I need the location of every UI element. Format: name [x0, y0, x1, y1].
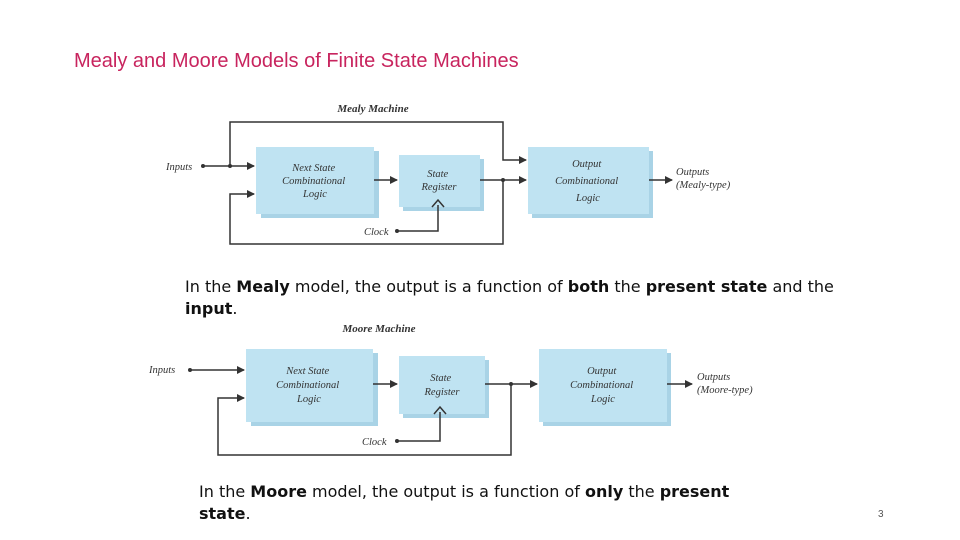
mealy-next-state-logic-box [256, 147, 374, 214]
svg-text:State Register: State Register [424, 373, 461, 398]
mealy-register-line2: Register [421, 182, 458, 193]
moore-state-register-box [399, 356, 485, 414]
mealy-next-state-line3: Logic [302, 189, 327, 200]
moore-inputs-label: Inputs [148, 365, 175, 376]
svg-text:Output Combinational: Output Combinational Logic [555, 159, 621, 204]
moore-caption: In the Moore model, the output is a func… [199, 482, 730, 523]
moore-outputs-line2: (Moore-type) [697, 385, 753, 396]
mealy-next-state-line1: Next State [291, 163, 335, 174]
mealy-outputs-line2: (Mealy-type) [676, 180, 731, 191]
moore-next-state-line2: Combinational [276, 380, 339, 391]
svg-text:Next State Combinational: Next State Combinational Logic [282, 163, 348, 200]
svg-text:Output Combinational: Output Combinational Logic [570, 366, 636, 405]
mealy-heading: Mealy Machine [336, 103, 408, 115]
svg-text:Next State Combinational: Next State Combinational Logic [276, 366, 342, 405]
mealy-output-line3: Logic [575, 193, 600, 204]
slide-title: Mealy and Moore Models of Finite State M… [74, 50, 519, 72]
mealy-register-line1: State [427, 169, 448, 180]
mealy-diagram: Mealy Machine Inputs Clock Next Stat [165, 103, 731, 245]
moore-next-state-line3: Logic [296, 394, 321, 405]
mealy-output-line1: Output [572, 159, 602, 170]
moore-register-line2: Register [424, 387, 461, 398]
moore-output-line3: Logic [590, 394, 615, 405]
page-number: 3 [878, 509, 884, 520]
svg-text:Outputs (Moore-type): Outputs (Moore-type) [697, 372, 753, 396]
mealy-output-line2: Combinational [555, 176, 618, 187]
svg-text:State Register: State Register [421, 169, 458, 193]
mealy-caption: In the Mealy model, the output is a func… [185, 277, 834, 318]
mealy-clock-label: Clock [364, 227, 389, 238]
moore-next-state-logic-box [246, 349, 373, 422]
moore-output-line2: Combinational [570, 380, 633, 391]
moore-diagram: Moore Machine Inputs Clock Next State Co… [148, 323, 753, 456]
moore-clock-label: Clock [362, 437, 387, 448]
moore-next-state-line1: Next State [285, 366, 329, 377]
moore-register-line1: State [430, 373, 451, 384]
mealy-next-state-line2: Combinational [282, 176, 345, 187]
mealy-inputs-label: Inputs [165, 162, 192, 173]
moore-heading: Moore Machine [341, 323, 415, 335]
moore-output-logic-box [539, 349, 667, 422]
moore-output-line1: Output [587, 366, 617, 377]
moore-outputs-line1: Outputs [697, 372, 730, 383]
mealy-outputs-line1: Outputs [676, 167, 709, 178]
mealy-state-register-box [399, 155, 480, 207]
mealy-output-logic-box [528, 147, 649, 214]
svg-text:Outputs (Mealy-type): Outputs (Mealy-type) [676, 167, 731, 191]
